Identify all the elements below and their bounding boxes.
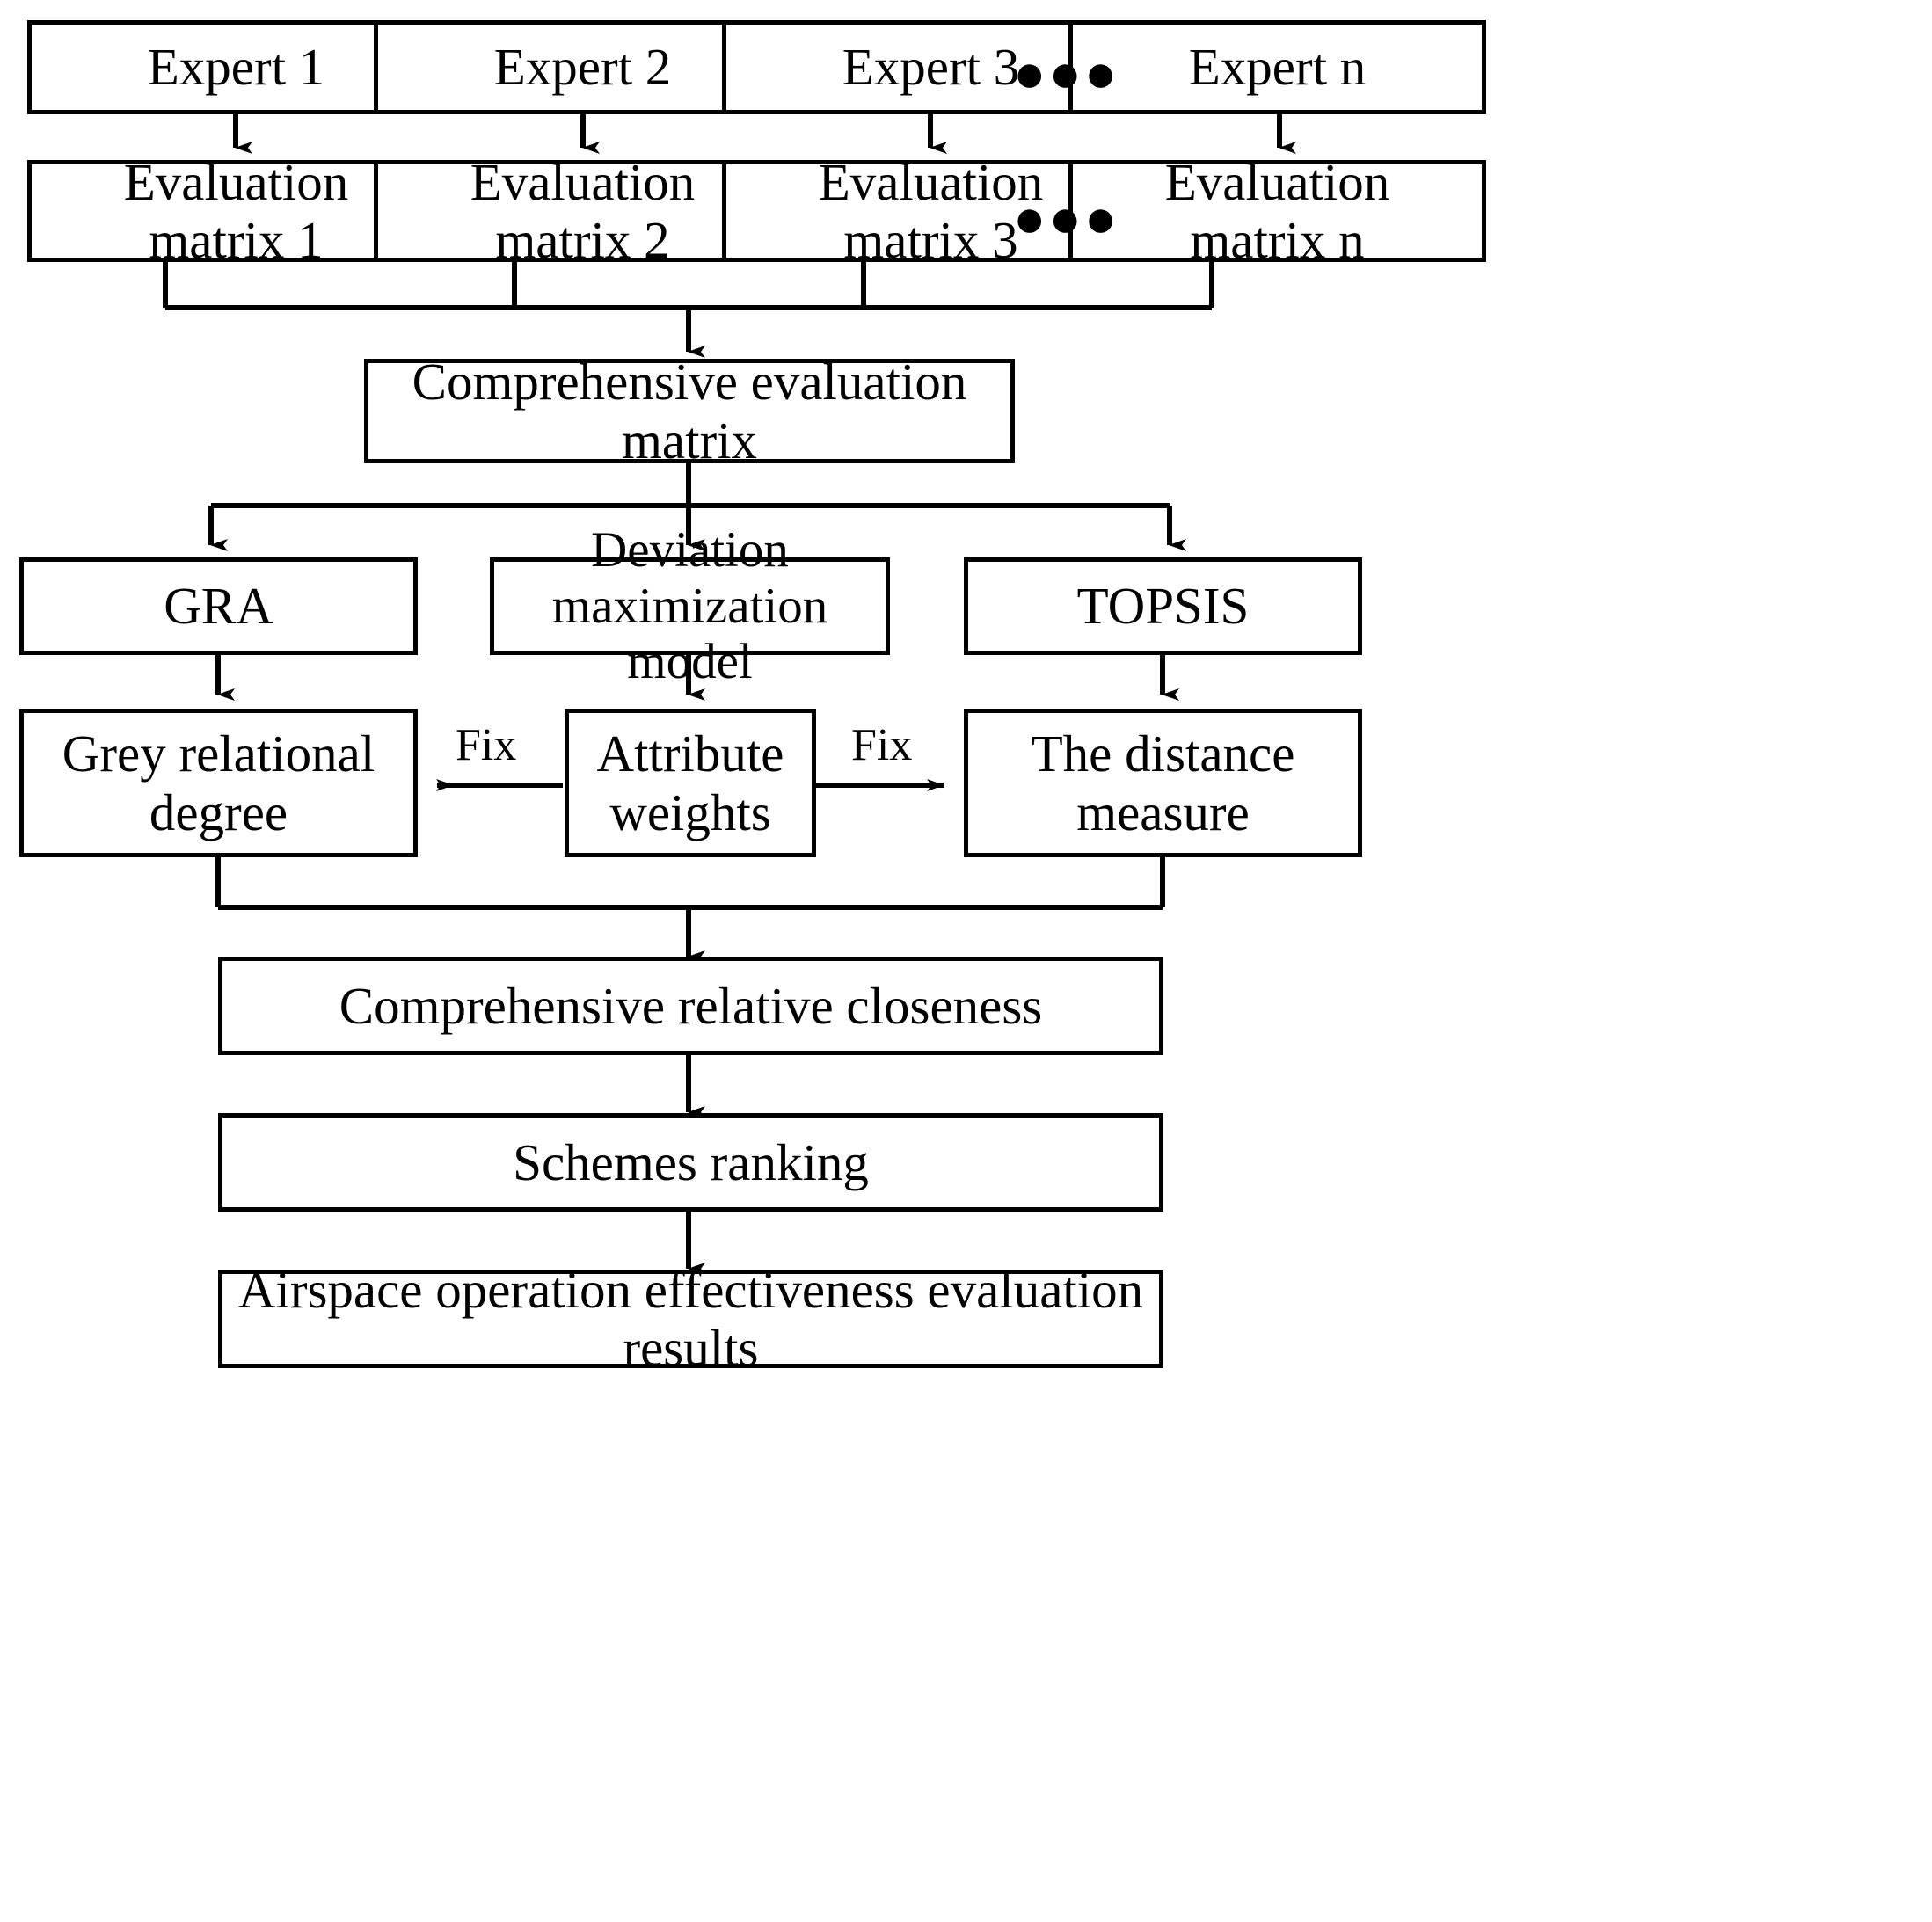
node-evaluation-matrix-2-label: Evaluation matrix 2 [470, 152, 696, 269]
node-expert-2[interactable]: Expert 2 [374, 20, 791, 114]
edge-label-fix-left: Fix [450, 719, 522, 771]
ellipsis-icon-matrices: ●●● [1013, 188, 1120, 249]
node-evaluation-matrix-2[interactable]: Evaluation matrix 2 [374, 153, 791, 269]
node-comprehensive-evaluation-matrix-label: Comprehensive evaluation matrix [412, 353, 967, 470]
node-final-results[interactable]: Airspace operation effectiveness evaluat… [218, 1261, 1163, 1377]
node-gra[interactable]: GRA [19, 557, 418, 655]
node-comprehensive-relative-closeness-label: Comprehensive relative closeness [339, 976, 1043, 1035]
node-grey-relational-degree-label: Grey relational degree [62, 724, 375, 841]
node-grey-relational-degree[interactable]: Grey relational degree [19, 709, 418, 857]
node-topsis-label: TOPSIS [1076, 577, 1250, 636]
node-expert-2-label: Expert 2 [493, 38, 672, 97]
ellipsis-icon-experts: ●●● [1013, 43, 1120, 104]
node-expert-1-label: Expert 1 [147, 38, 325, 97]
node-comprehensive-relative-closeness[interactable]: Comprehensive relative closeness [218, 957, 1163, 1055]
edge-label-fix-right: Fix [846, 719, 918, 771]
node-final-results-label: Airspace operation effectiveness evaluat… [237, 1260, 1144, 1377]
node-evaluation-matrix-n[interactable]: Evaluation matrix n [1068, 153, 1486, 269]
node-expert-3-label: Expert 3 [842, 38, 1020, 97]
node-distance-measure[interactable]: The distance measure [964, 709, 1362, 857]
node-expert-n-label: Expert n [1188, 38, 1367, 97]
node-distance-measure-label: The distance measure [1031, 724, 1295, 841]
node-evaluation-matrix-3-label: Evaluation matrix 3 [818, 152, 1044, 269]
node-comprehensive-evaluation-matrix[interactable]: Comprehensive evaluation matrix [364, 353, 1015, 470]
node-deviation-maximization-model[interactable]: Deviation maximization model [490, 522, 890, 689]
node-evaluation-matrix-1-label: Evaluation matrix 1 [123, 152, 349, 269]
node-expert-n[interactable]: Expert n [1068, 20, 1486, 114]
node-schemes-ranking-label: Schemes ranking [513, 1132, 869, 1191]
node-evaluation-matrix-n-label: Evaluation matrix n [1164, 152, 1390, 269]
node-attribute-weights-label: Attribute weights [596, 724, 784, 841]
node-gra-label: GRA [164, 577, 273, 636]
node-topsis[interactable]: TOPSIS [964, 557, 1362, 655]
node-schemes-ranking[interactable]: Schemes ranking [218, 1113, 1163, 1212]
node-attribute-weights[interactable]: Attribute weights [565, 709, 816, 857]
node-deviation-maximization-model-label: Deviation maximization model [551, 521, 828, 690]
